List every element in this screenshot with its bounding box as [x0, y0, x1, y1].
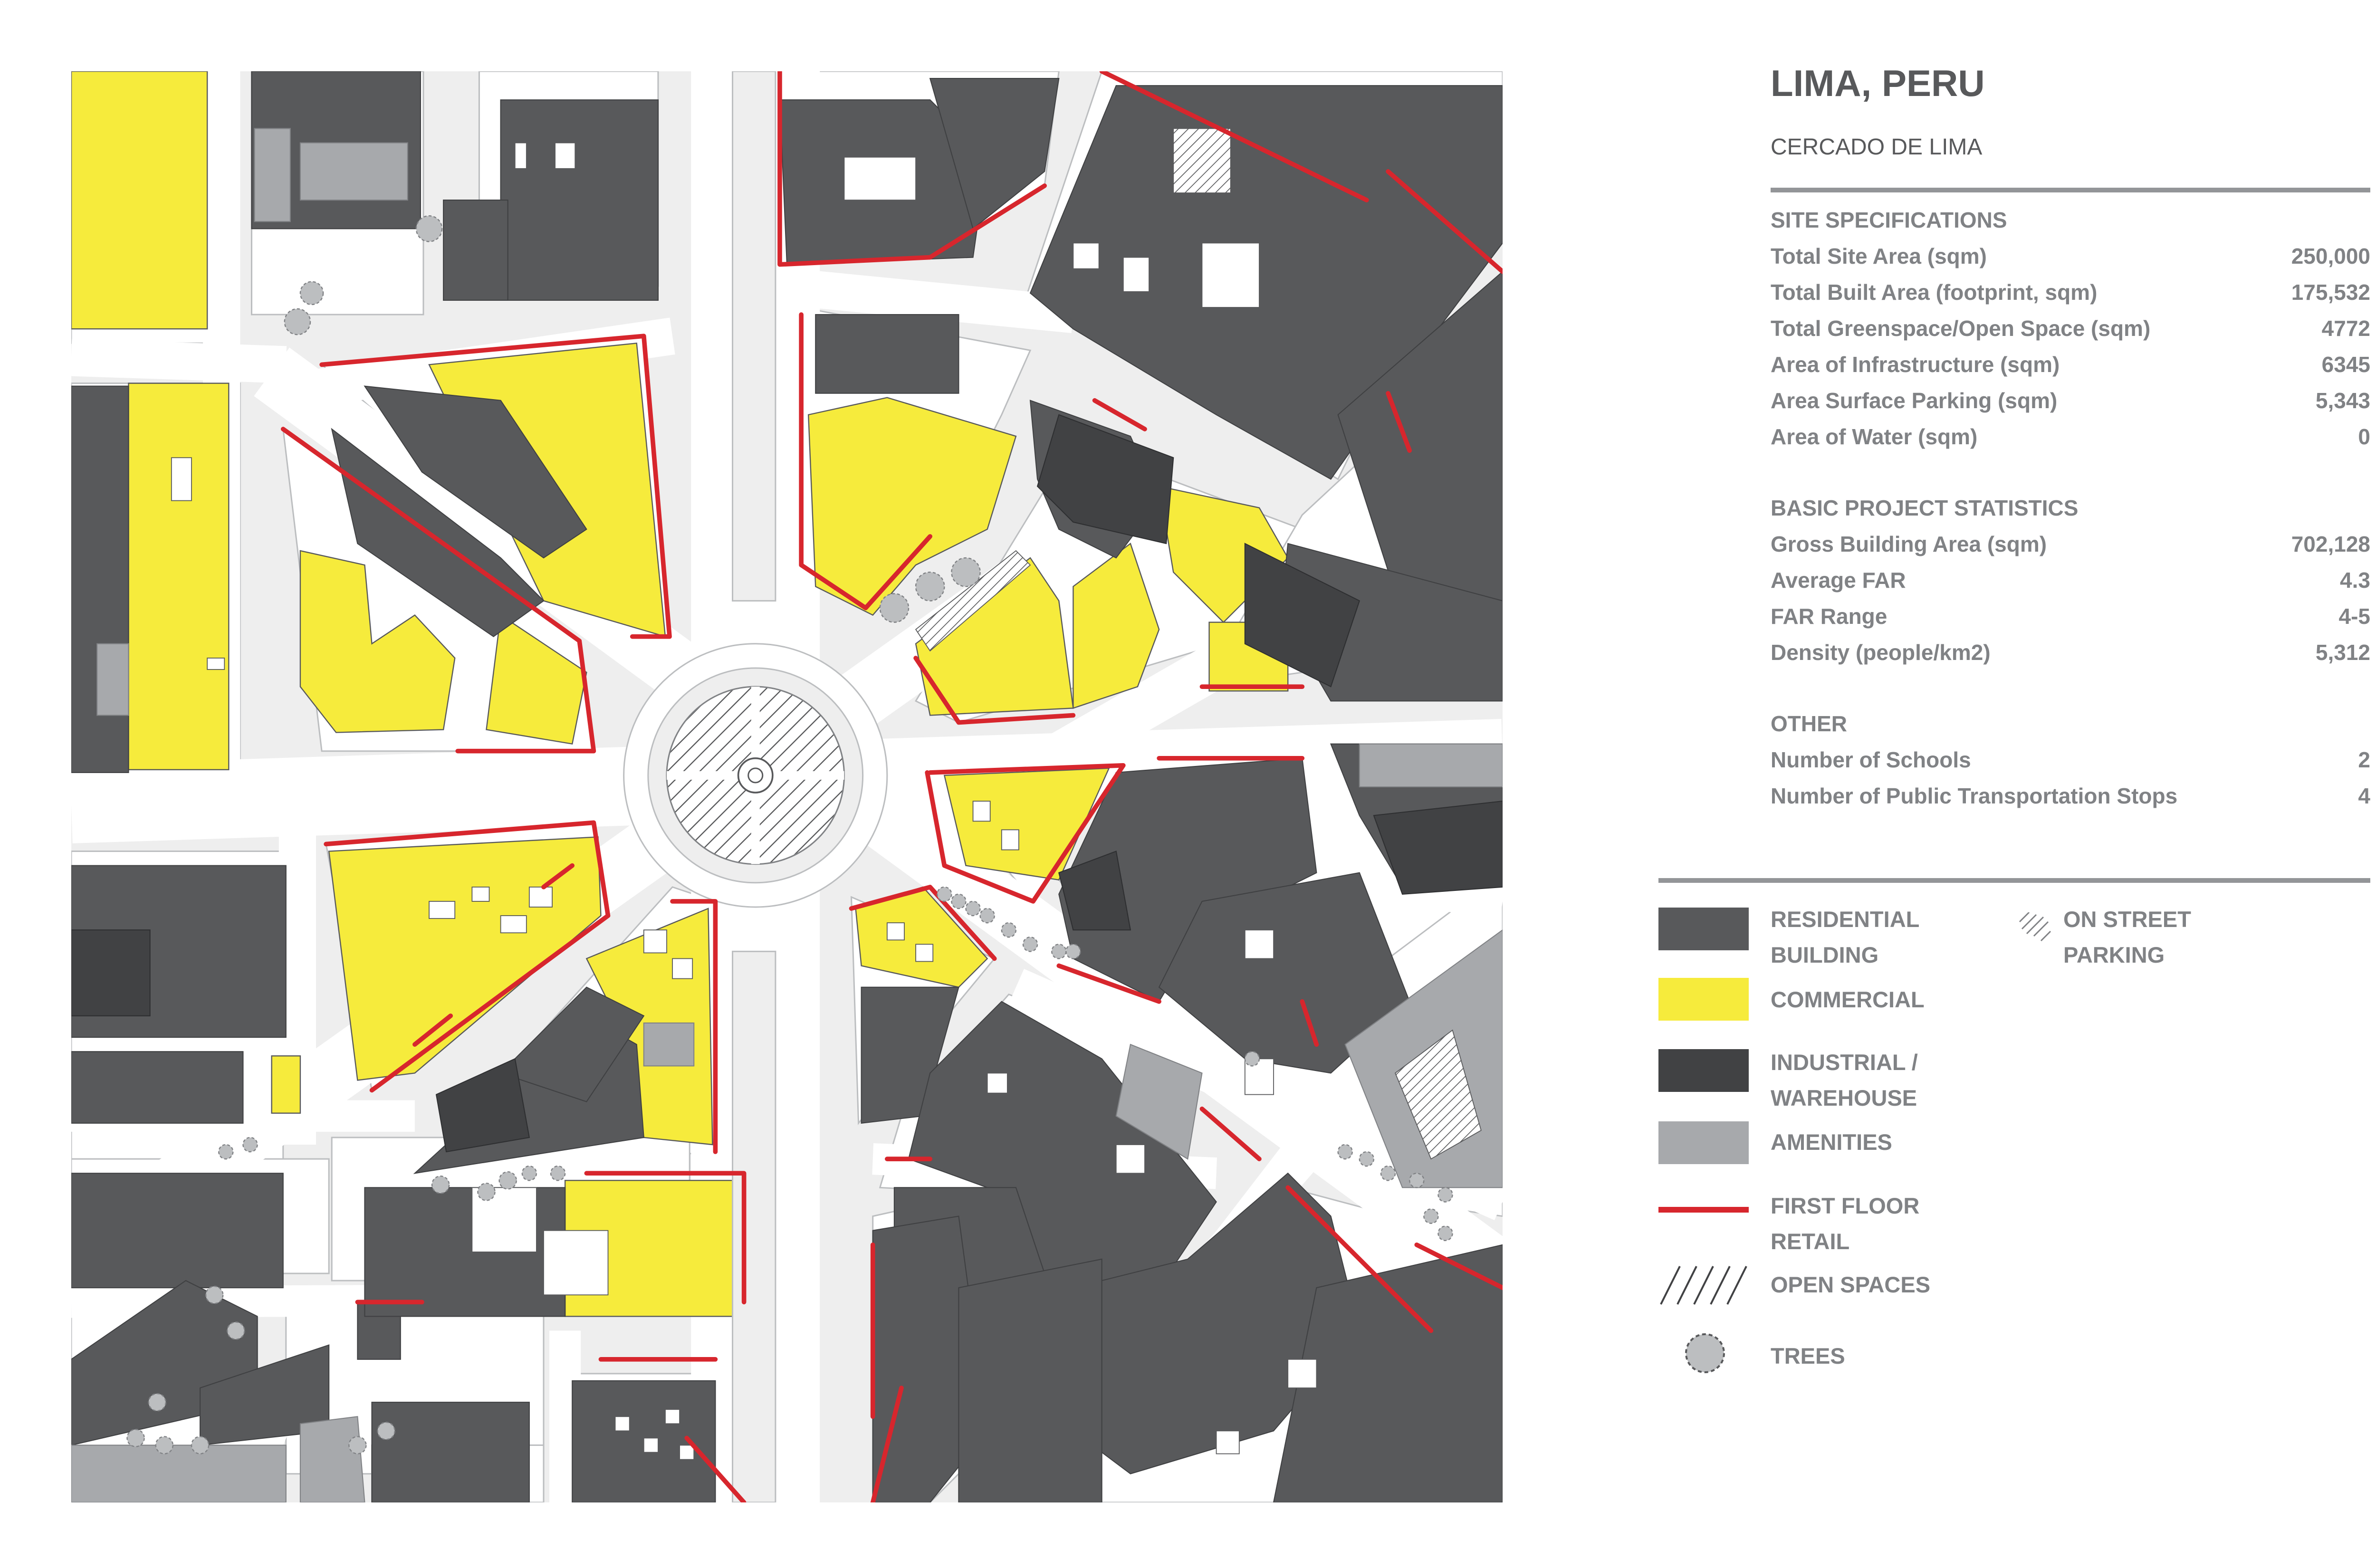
stat-row: Density (people/km2) 5,312 — [1771, 640, 2370, 668]
stat-value: 4 — [2358, 784, 2370, 808]
industrial-buildings — [71, 414, 1503, 1153]
stat-value: 5,343 — [2315, 388, 2370, 413]
stat-value: 0 — [2358, 424, 2370, 449]
stat-row: Area Surface Parking (sqm) 5,343 — [1771, 388, 2370, 416]
page-subtitle: CERCADO DE LIMA — [1771, 134, 1983, 160]
residential-swatch — [1658, 908, 1749, 950]
parking-label: ON STREET PARKING — [2063, 907, 2191, 967]
stat-value: 702,128 — [2291, 532, 2370, 556]
amenities-swatch — [1658, 1121, 1749, 1164]
stat-value: 4-5 — [2338, 604, 2370, 629]
stat-label: Average FAR — [1771, 568, 1906, 593]
parking-hatch — [1394, 1029, 1482, 1160]
stat-label: Area Surface Parking (sqm) — [1771, 388, 2058, 413]
retail-label: FIRST FLOOR RETAIL — [1771, 1193, 1920, 1254]
stat-row: Number of Public Transportation Stops 4 — [1771, 783, 2370, 812]
commercial-swatch — [1658, 978, 1749, 1021]
stat-label: Area of Infrastructure (sqm) — [1771, 352, 2060, 377]
stat-row: Gross Building Area (sqm) 702,128 — [1771, 531, 2370, 560]
stat-label: Number of Schools — [1771, 747, 1971, 772]
stat-row: Number of Schools 2 — [1771, 747, 2370, 775]
page-title: LIMA, PERU — [1771, 62, 1985, 104]
stat-row: FAR Range 4-5 — [1771, 603, 2370, 632]
site-plan-map — [71, 71, 1503, 1502]
trees-label: TREES — [1771, 1343, 1845, 1368]
courtyards — [171, 142, 1317, 1460]
stat-label: Number of Public Transportation Stops — [1771, 784, 2178, 808]
avenue-medians — [732, 71, 776, 1502]
industrial-swatch — [1658, 1049, 1749, 1092]
industrial-label: INDUSTRIAL / WAREHOUSE — [1771, 1050, 1918, 1110]
stat-value: 175,532 — [2291, 280, 2370, 305]
stat-value: 4.3 — [2340, 568, 2370, 593]
open-space-swatch — [1658, 1264, 1749, 1307]
stat-label: Gross Building Area (sqm) — [1771, 532, 2047, 556]
other-heading: OTHER — [1771, 711, 1847, 736]
parking-swatch — [2015, 911, 2053, 950]
parking-hatch — [915, 550, 1031, 652]
commercial-label: COMMERCIAL — [1771, 987, 1925, 1012]
stat-value: 250,000 — [2291, 244, 2370, 268]
stat-label: Density (people/km2) — [1771, 640, 1991, 665]
central-plaza — [623, 643, 888, 908]
divider — [1658, 878, 2370, 883]
stat-row: Total Site Area (sqm) 250,000 — [1771, 243, 2370, 272]
stat-label: Total Site Area (sqm) — [1771, 244, 1987, 268]
stat-label: Total Built Area (footprint, sqm) — [1771, 280, 2098, 305]
stat-row: Area of Infrastructure (sqm) 6345 — [1771, 352, 2370, 380]
stat-row: Total Built Area (footprint, sqm) 175,53… — [1771, 279, 2370, 308]
stat-value: 5,312 — [2315, 640, 2370, 665]
stat-value: 6345 — [2321, 352, 2370, 377]
stat-value: 2 — [2358, 747, 2370, 772]
open-space-label: OPEN SPACES — [1771, 1272, 1931, 1297]
stat-label: FAR Range — [1771, 604, 1887, 629]
stat-value: 4772 — [2321, 316, 2370, 341]
stat-label: Total Greenspace/Open Space (sqm) — [1771, 316, 2151, 341]
stat-row: Total Greenspace/Open Space (sqm) 4772 — [1771, 316, 2370, 344]
retail-swatch — [1658, 1207, 1749, 1213]
parking-hatch — [1173, 128, 1231, 193]
stat-row: Average FAR 4.3 — [1771, 567, 2370, 596]
tree-icon — [1682, 1330, 1728, 1376]
trees — [126, 215, 1453, 1454]
project-stats-heading: BASIC PROJECT STATISTICS — [1771, 496, 2079, 520]
residential-label: RESIDENTIAL BUILDING — [1771, 907, 1920, 967]
stat-label: Area of Water (sqm) — [1771, 424, 1978, 449]
amenities-label: AMENITIES — [1771, 1129, 1892, 1155]
first-floor-retail — [280, 71, 1503, 1502]
stat-row: Area of Water (sqm) 0 — [1771, 424, 2370, 452]
divider — [1771, 188, 2370, 192]
site-spec-heading: SITE SPECIFICATIONS — [1771, 208, 2007, 232]
